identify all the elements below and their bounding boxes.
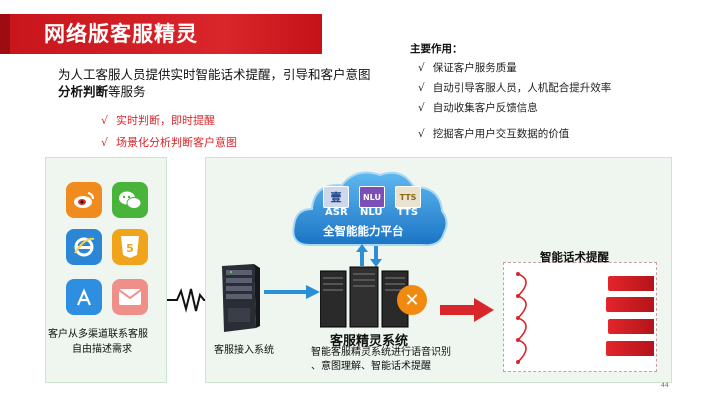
function-text: 自动收集客户反馈信息 bbox=[432, 102, 538, 114]
slide-title: 网络版客服精灵 bbox=[44, 22, 198, 46]
system-desc-1: 智能客服精灵系统进行语音识别 bbox=[311, 347, 451, 358]
reminder-label: 智能话术提醒 bbox=[540, 250, 609, 264]
function-item: √ 挖掘客户用户交互数据的价值 bbox=[418, 126, 611, 146]
check-icon: √ bbox=[101, 136, 109, 149]
app-store-icon bbox=[66, 279, 102, 315]
asr-tile-icon: 壹 bbox=[323, 186, 349, 208]
function-text: 保证客户服务质量 bbox=[432, 62, 517, 74]
check-icon: √ bbox=[418, 62, 425, 74]
title-bar bbox=[0, 14, 322, 54]
feature-text: 实时判断，即时提醒 bbox=[116, 114, 216, 127]
check-icon: √ bbox=[101, 114, 109, 127]
intro-line2: 等服务 bbox=[108, 84, 146, 99]
weibo-icon bbox=[66, 182, 102, 218]
intro-text: 为人工客服人员提供实时智能话术提醒，引导和客户意图 分析判断等服务 bbox=[58, 66, 398, 100]
access-caption: 客服接入系统 bbox=[214, 345, 274, 356]
signal-wave-icon bbox=[167, 288, 213, 313]
system-desc: 智能客服精灵系统进行语音识别 、意图理解、智能话术提醒 bbox=[311, 346, 451, 374]
mail-icon bbox=[112, 279, 148, 315]
wechat-icon bbox=[112, 182, 148, 218]
reminder-bar bbox=[608, 276, 654, 291]
function-text: 自动引导客服人员，人机配合提升效率 bbox=[432, 82, 612, 94]
tts-tile-icon: TTS bbox=[395, 186, 421, 208]
access-server-icon bbox=[216, 262, 260, 334]
system-desc-2: 、意图理解、智能话术提醒 bbox=[311, 361, 431, 372]
reminder-bar bbox=[606, 297, 654, 312]
page-number: 44 bbox=[661, 382, 669, 389]
server-cluster-icon bbox=[319, 265, 412, 329]
nlu-label: NLU bbox=[360, 207, 383, 218]
function-item: √ 自动引导客服人员，人机配合提升效率 bbox=[418, 80, 611, 100]
function-text: 挖掘客户用户交互数据的价值 bbox=[432, 128, 570, 140]
feature-text: 场景化分析判断客户意图 bbox=[116, 136, 238, 149]
nlu-tile-icon: NLU bbox=[359, 186, 385, 208]
asr-label: ASR bbox=[325, 207, 348, 218]
tools-icon: ✕ bbox=[397, 285, 427, 315]
svg-text:5: 5 bbox=[126, 242, 134, 255]
channels-caption-2: 自由描述需求 bbox=[72, 344, 132, 355]
arrow-right-icon bbox=[264, 285, 320, 299]
check-icon: √ bbox=[418, 82, 425, 94]
functions-list: √ 保证客户服务质量 √ 自动引导客服人员，人机配合提升效率 √ 自动收集客户反馈信息… bbox=[418, 60, 611, 146]
title-accent bbox=[0, 14, 10, 54]
function-item: √ 自动收集客户反馈信息 bbox=[418, 100, 611, 120]
feature-list: √ 实时判断，即时提醒 √ 场景化分析判断客户意图 bbox=[101, 110, 237, 154]
functions-title: 主要作用： bbox=[410, 43, 463, 55]
reminder-arcs-icon bbox=[516, 272, 527, 364]
ie-browser-icon bbox=[66, 229, 102, 265]
html5-icon: 5 bbox=[112, 229, 148, 265]
channels-caption-1: 客户从多渠道联系客服 bbox=[48, 329, 148, 340]
reminder-bar bbox=[608, 319, 654, 334]
feature-item: √ 实时判断，即时提醒 bbox=[101, 110, 237, 132]
function-item: √ 保证客户服务质量 bbox=[418, 60, 611, 80]
intro-line1: 为人工客服人员提供实时智能话术提醒，引导和客户意图 bbox=[58, 67, 371, 82]
feature-item: √ 场景化分析判断客户意图 bbox=[101, 132, 237, 154]
check-icon: √ bbox=[418, 128, 425, 140]
arrow-right-red-icon bbox=[440, 298, 494, 322]
check-icon: √ bbox=[418, 102, 425, 114]
reminder-bar bbox=[606, 341, 654, 356]
intro-bold: 分析判断 bbox=[58, 84, 109, 99]
tts-label: TTS bbox=[397, 207, 419, 218]
sync-arrows-icon bbox=[356, 244, 382, 267]
system-name: 客服精灵系统 bbox=[330, 334, 409, 349]
cloud-title: 全智能能力平台 bbox=[323, 224, 404, 238]
